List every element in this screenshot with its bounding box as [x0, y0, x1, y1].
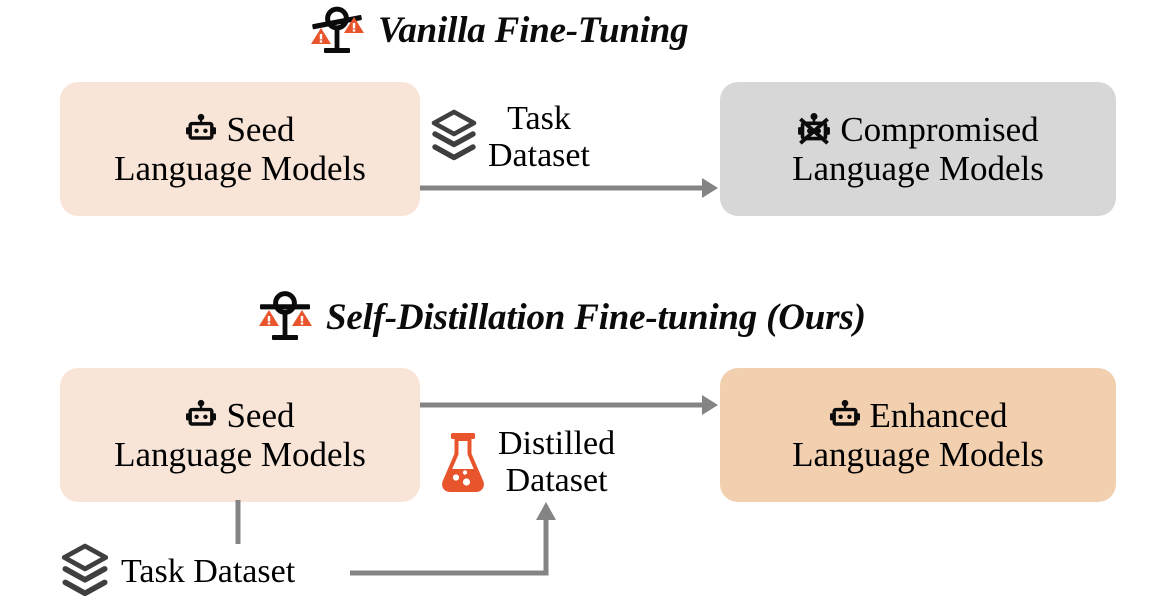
mid-label-text: Distilled Dataset [498, 425, 615, 500]
mid-label-line2: Dataset [505, 462, 608, 500]
node-label-line1: Enhanced [869, 395, 1008, 435]
node-compromised-language-models[interactable]: Compromised Language Models [720, 82, 1116, 216]
seed-down-connector [233, 500, 243, 546]
task-dataset-elbow-up-arrow [350, 500, 590, 600]
node-label-line1: Compromised [840, 109, 1039, 149]
mid-label-distilled-dataset: Distilled Dataset [440, 425, 615, 500]
layers-stack-icon [61, 543, 109, 599]
mid-label-line2: Dataset [488, 137, 590, 175]
robot-icon [829, 399, 861, 431]
robot-crossed-out-icon [797, 112, 831, 146]
node-line-primary: Compromised [797, 109, 1039, 149]
balanced-scale-icon [258, 291, 312, 342]
mid-label-line1: Distilled [498, 425, 616, 462]
node-seed-language-models-sdft[interactable]: Seed Language Models [60, 368, 420, 502]
seed-to-enhanced-arrow [420, 389, 720, 421]
node-enhanced-language-models[interactable]: Enhanced Language Models [720, 368, 1116, 502]
node-label-line2: Language Models [792, 149, 1044, 188]
layers-stack-icon [431, 110, 477, 163]
node-line-primary: Enhanced [829, 395, 1008, 435]
node-label-line2: Language Models [792, 435, 1044, 474]
node-label-line1: Seed [226, 395, 295, 435]
node-line-primary: Seed [185, 109, 295, 149]
node-label-line2: Language Models [114, 149, 366, 188]
unbalanced-scale-icon [310, 5, 364, 55]
section-title-vanilla-label: Vanilla Fine-Tuning [378, 9, 689, 51]
mid-label-line1: Task [507, 100, 571, 137]
bottom-label-text: Task Dataset [121, 553, 296, 591]
flask-icon [440, 432, 486, 493]
mid-label-text: Task Dataset [488, 100, 590, 175]
section-title-vanilla: Vanilla Fine-Tuning [310, 5, 689, 55]
node-line-primary: Seed [185, 395, 295, 435]
node-label-line1: Seed [226, 109, 295, 149]
section-title-sdft-label: Self-Distillation Fine-tuning (Ours) [326, 296, 866, 338]
bottom-label-task-dataset: Task Dataset [61, 543, 296, 599]
mid-label-task-dataset-vanilla: Task Dataset [431, 100, 590, 175]
section-title-sdft: Self-Distillation Fine-tuning (Ours) [258, 291, 866, 342]
seed-to-compromised-arrow [420, 172, 720, 204]
robot-icon [185, 399, 217, 431]
robot-icon [185, 113, 217, 145]
node-label-line2: Language Models [114, 435, 366, 474]
node-seed-language-models-vanilla[interactable]: Seed Language Models [60, 82, 420, 216]
